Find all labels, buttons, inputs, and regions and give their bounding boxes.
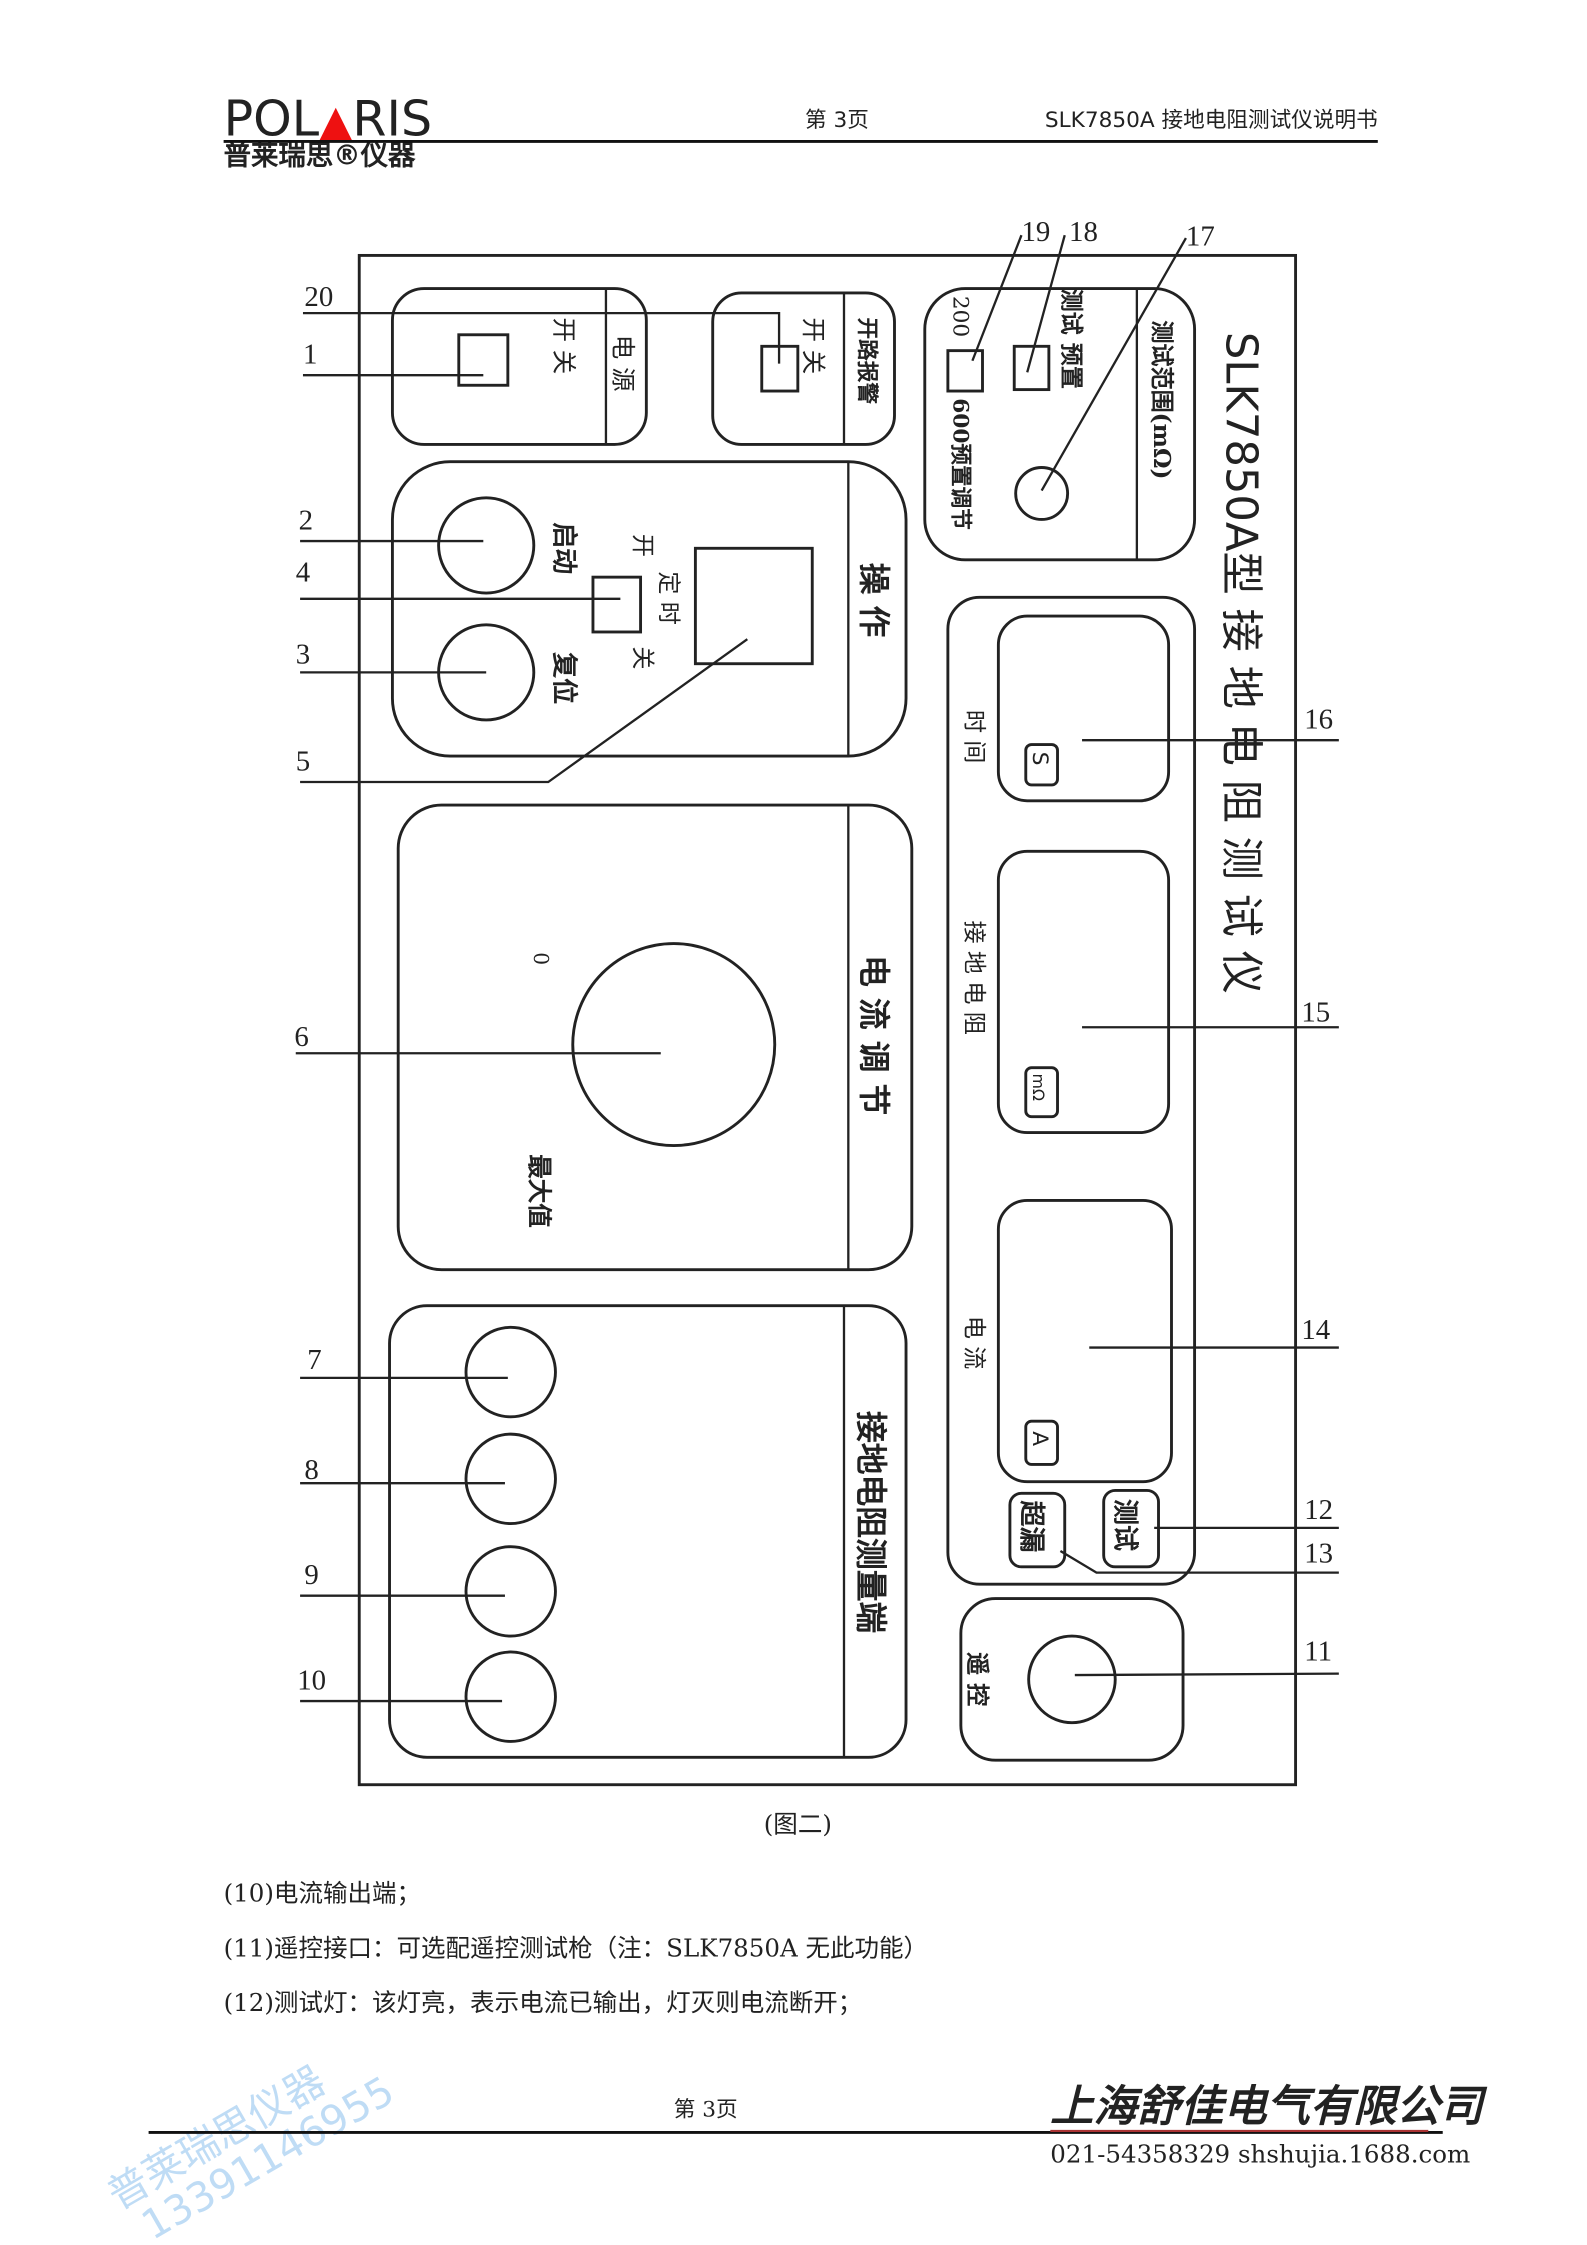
resistance-unit: mΩ xyxy=(1029,1073,1048,1101)
body-line: (11)遥控接口：可选配遥控测试枪（注：SLK7850A 无此功能） xyxy=(224,1933,928,1962)
callout-5: 5 xyxy=(296,745,310,777)
watermark: 普莱瑞思仪器13391146955 xyxy=(100,2030,402,2245)
callout-2: 2 xyxy=(299,505,313,537)
terminal-10[interactable] xyxy=(464,1650,557,1743)
power-switch-group: 电 源 开 关 xyxy=(390,287,648,446)
callout-3: 3 xyxy=(296,639,310,671)
header: POL▲RIS 普莱瑞思®仪器 第 3页 SLK7850A 接地电阻测试仪说明书 xyxy=(223,90,1378,172)
company-signature: 上海舒佳电气有限公司 xyxy=(1050,2081,1487,2132)
callout-10: 10 xyxy=(297,1664,326,1696)
callout-numbers: 1 2 3 4 5 6 7 8 9 10 11 12 13 14 15 16 1… xyxy=(294,216,1333,1696)
range-switch[interactable] xyxy=(946,349,984,393)
display-group: 时 间 接 地 电 阻 电 流 S mΩ A 超漏 测试 xyxy=(946,595,1197,1586)
panel-frame xyxy=(357,253,1298,1787)
reset-label: 复位 xyxy=(548,652,579,704)
body-line: (12)测试灯：该灯亮，表示电流已输出，灯灭则电流断开； xyxy=(224,1988,863,2017)
timer-switch[interactable] xyxy=(591,575,643,634)
body-line: (10)电流输出端； xyxy=(224,1879,421,1908)
terminal-9[interactable] xyxy=(464,1545,557,1638)
logo-text: POL▲RIS xyxy=(224,90,432,148)
timer-off-label: 关 xyxy=(629,646,655,669)
terminals-label: 接地电阻测量端 xyxy=(852,1411,889,1633)
operation-group: 操 作 启动 复位 开 定 时 关 xyxy=(390,460,908,758)
callout-lines xyxy=(295,234,1339,1703)
leak-label: 超漏 xyxy=(1016,1500,1046,1552)
time-label: 时 间 xyxy=(961,710,987,763)
current-adjust-label: 电 流 调 节 xyxy=(855,955,892,1115)
range-200-label: 200 xyxy=(948,296,973,337)
header-page: 第 3页 xyxy=(805,108,869,133)
alarm-switch-label: 开 关 xyxy=(799,317,828,374)
knob-max-label: 最大值 xyxy=(525,1154,554,1228)
remote-label: 遥 控 xyxy=(964,1652,991,1706)
current-label: 电 流 xyxy=(961,1316,987,1370)
leak-indicator xyxy=(1008,1491,1067,1569)
alarm-label: 开路报警 xyxy=(854,317,880,404)
callout-17: 17 xyxy=(1186,220,1215,252)
terminals-group: 接地电阻测量端 xyxy=(388,1304,908,1759)
preset-label: 测试 预置 xyxy=(1057,289,1084,389)
preset-knob[interactable] xyxy=(1014,466,1070,521)
resistance-display xyxy=(996,849,1171,1135)
preset-button[interactable] xyxy=(1012,344,1051,392)
callout-14: 14 xyxy=(1301,1314,1330,1346)
footer: 第 3页 上海舒佳电气有限公司 021-54358329 shshujia.16… xyxy=(148,2081,1488,2169)
power-label: 电 源 xyxy=(609,335,638,392)
callout-1: 1 xyxy=(303,339,317,371)
terminal-7[interactable] xyxy=(464,1325,557,1419)
current-unit: A xyxy=(1027,1431,1052,1446)
callout-20: 20 xyxy=(304,281,333,313)
current-adjust-group: 电 流 调 节 0 最大值 xyxy=(396,803,914,1272)
range-600-label: 600预置调节 xyxy=(948,398,973,530)
callout-7: 7 xyxy=(307,1344,321,1376)
callout-16: 16 xyxy=(1304,704,1333,736)
callout-15: 15 xyxy=(1301,997,1330,1029)
panel-title: SLK7850A型 接 地 电 阻 测 试 仪 xyxy=(1215,332,1265,994)
resistance-label: 接 地 电 阻 xyxy=(961,921,987,1035)
watermark-layer: 普莱瑞思仪器13391146955 xyxy=(100,2030,402,2245)
callout-12: 12 xyxy=(1304,1494,1333,1526)
callout-9: 9 xyxy=(304,1559,318,1591)
timer-label: 定 时 xyxy=(655,571,681,625)
current-display xyxy=(996,1198,1173,1484)
start-label: 启动 xyxy=(548,522,579,574)
timer-on-label: 开 xyxy=(629,534,655,557)
operation-label: 操 作 xyxy=(855,563,892,638)
knob-zero-label: 0 xyxy=(529,952,553,965)
figure-caption: (图二) xyxy=(764,1809,832,1838)
callout-4: 4 xyxy=(296,556,310,588)
test-label: 测试 xyxy=(1110,1499,1140,1551)
start-button[interactable] xyxy=(437,496,536,595)
callout-6: 6 xyxy=(294,1021,308,1053)
time-unit: S xyxy=(1027,752,1052,766)
callout-13: 13 xyxy=(1304,1538,1333,1570)
callout-18: 18 xyxy=(1069,216,1098,248)
current-knob[interactable] xyxy=(571,942,777,1148)
logo-cn: 普莱瑞思®仪器 xyxy=(224,140,416,172)
remote-group: 遥 控 xyxy=(959,1597,1185,1762)
power-switch-label: 开 关 xyxy=(549,317,578,374)
test-range-group: 测试范围(mΩ) 测试 预置 200 600预置调节 xyxy=(923,287,1197,562)
callout-19: 19 xyxy=(1021,216,1050,248)
timer-display xyxy=(693,546,814,666)
header-doc-title: SLK7850A 接地电阻测试仪说明书 xyxy=(1045,108,1378,133)
footer-page: 第 3页 xyxy=(674,2098,738,2123)
power-switch[interactable] xyxy=(457,333,510,387)
callout-8: 8 xyxy=(304,1454,318,1486)
remote-port[interactable] xyxy=(1027,1634,1117,1725)
open-alarm-group: 开路报警 开 关 xyxy=(711,291,896,446)
footer-contact: 021-54358329 shshujia.1688.com xyxy=(1050,2140,1470,2169)
range-label: 测试范围(mΩ) xyxy=(1148,320,1175,479)
callout-11: 11 xyxy=(1304,1636,1332,1668)
terminal-8[interactable] xyxy=(464,1432,557,1526)
time-display xyxy=(996,614,1171,803)
